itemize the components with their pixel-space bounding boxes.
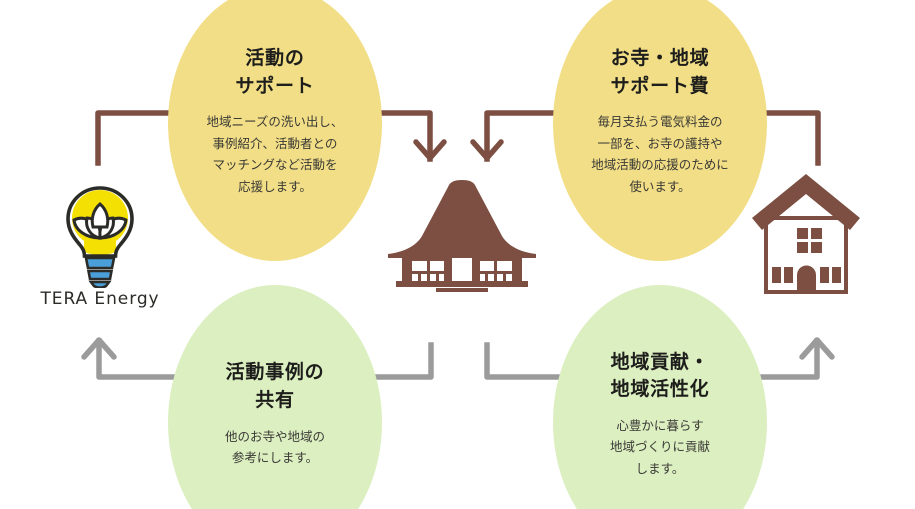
tera-energy-logo: TERA Energy — [14, 182, 186, 314]
bubble-regional-contribution: 地域貢献・ 地域活性化 心豊かに暮らす 地域づくりに貢献 します。 — [553, 285, 767, 509]
bubble-body-temple-support: 毎月支払う電気料金の 一部を、お寺の護持や 地域活動の応援のために 使います。 — [591, 115, 729, 194]
bubble-body-case-sharing: 他のお寺や地域の 参考にします。 — [224, 429, 325, 466]
bubble-title-activity-support: 活動の サポート — [235, 47, 315, 97]
temple-icon — [388, 180, 536, 292]
arrowhead-case-sharing-to-logo — [81, 337, 117, 360]
logo-caption: TERA Energy — [40, 289, 160, 309]
bubble-title-regional-contribution: 地域貢献・ 地域活性化 — [610, 351, 710, 401]
bubble-title-temple-support: お寺・地域 サポート費 — [610, 47, 710, 97]
arrowhead-temple-support-to-temple — [470, 139, 504, 161]
bubble-activity-support: 活動の サポート 地域ニーズの洗い出し、 事例紹介、活動者との マッチングなど活… — [168, 0, 382, 261]
bubble-case-sharing: 活動事例の 共有 他のお寺や地域の 参考にします。 — [168, 285, 382, 509]
bubble-body-regional-contribution: 心豊かに暮らす 地域づくりに貢献 します。 — [609, 418, 710, 476]
bubble-title-case-sharing: 活動事例の 共有 — [225, 362, 325, 411]
arrowhead-regional-contribution-to-house — [799, 337, 835, 360]
bubble-temple-support: お寺・地域 サポート費 毎月支払う電気料金の 一部を、お寺の護持や 地域活動の応… — [553, 0, 767, 261]
bubble-body-activity-support: 地域ニーズの洗い出し、 事例紹介、活動者との マッチングなど活動を 応援します。 — [206, 115, 344, 194]
arrowhead-activity-support-to-temple — [413, 139, 447, 161]
lightbulb-lotus-icon — [66, 186, 134, 288]
house-icon — [752, 174, 860, 294]
